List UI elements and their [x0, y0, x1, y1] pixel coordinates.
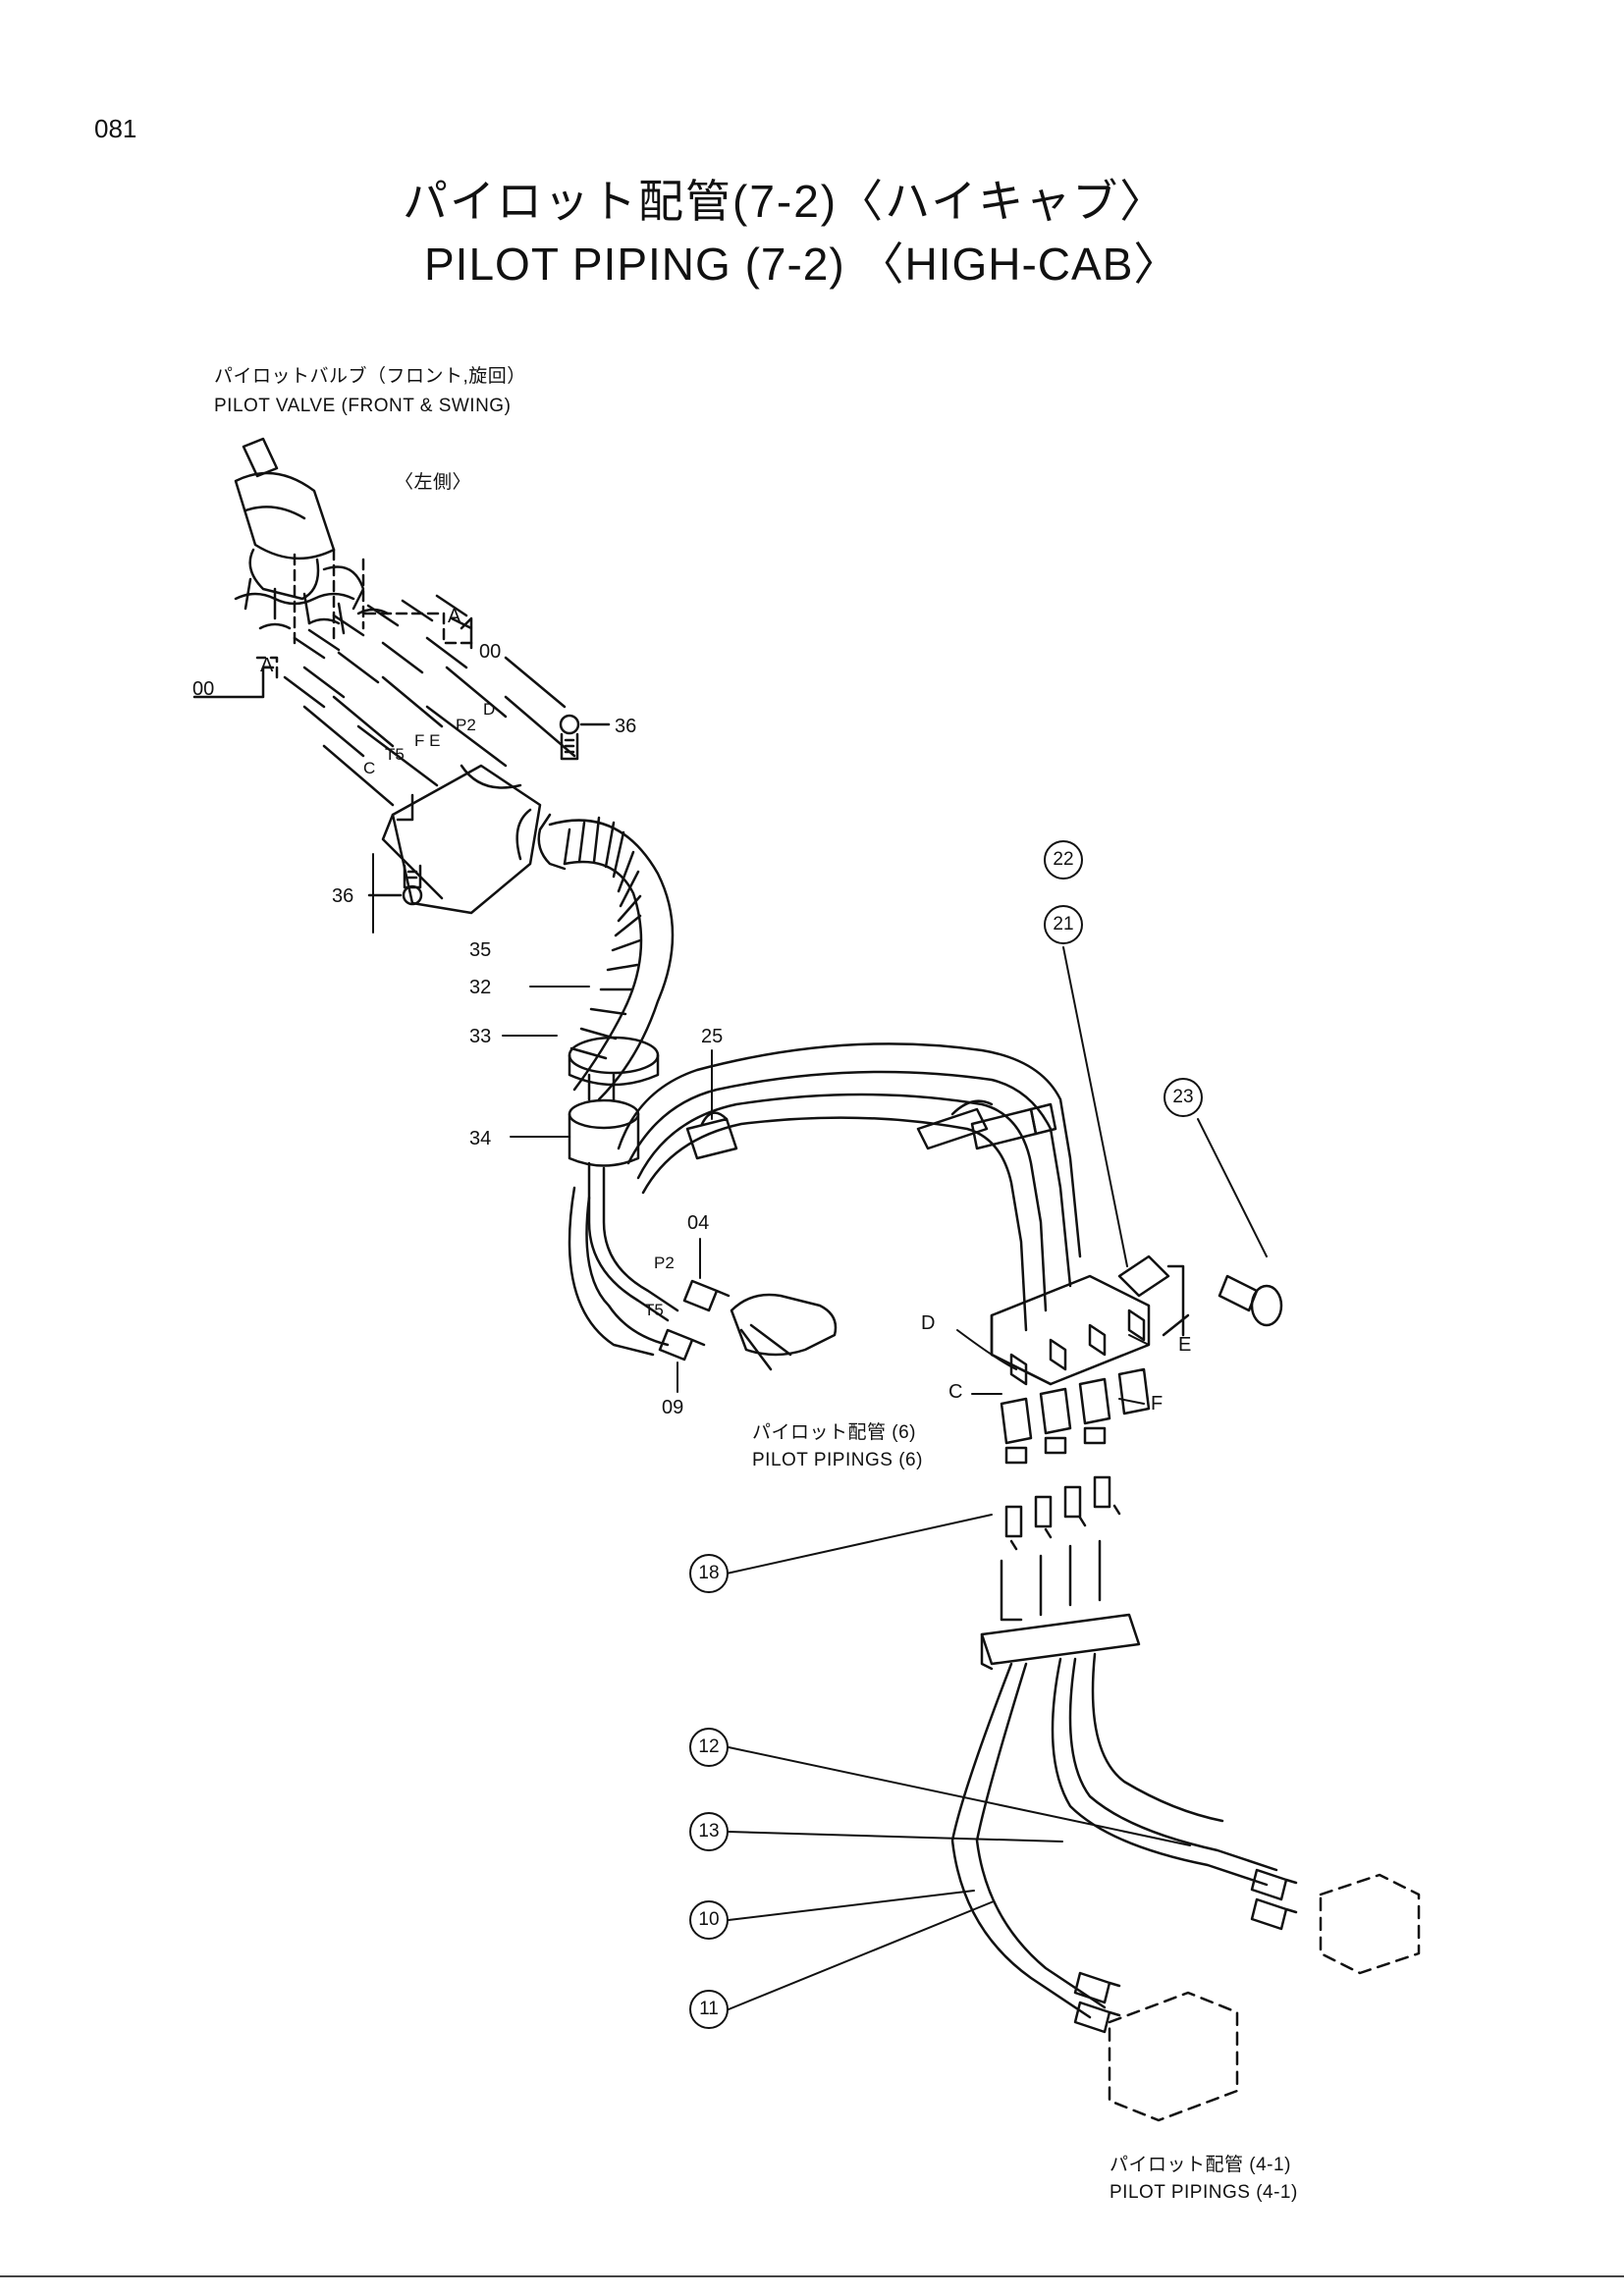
port-E-block: E [1178, 1334, 1192, 1356]
part-33: 33 [469, 1026, 492, 1047]
label-pilot-valve-jp: パイロットバルブ（フロント,旋回） [214, 366, 526, 387]
port-C-block: C [948, 1381, 963, 1403]
circled-part-23: 23 [1164, 1078, 1203, 1117]
plug-23 [1218, 1274, 1283, 1327]
port-T5-lower: T5 [644, 1301, 664, 1319]
port-P2-lower: P2 [654, 1254, 675, 1272]
part-09: 09 [662, 1397, 684, 1418]
circled-part-21: 21 [1044, 905, 1083, 944]
circled-part-11: 11 [689, 1990, 729, 2029]
clamp-upper-right [916, 1099, 1057, 1150]
valve-block [990, 1255, 1190, 1465]
label-pilot-pipings-4-1-jp: パイロット配管 (4-1) [1110, 2155, 1291, 2175]
corrugated-hose-32 [515, 808, 675, 1101]
bolt-36-upper [559, 714, 611, 761]
clamp-25 [685, 1111, 738, 1160]
part-36-lower: 36 [332, 885, 354, 907]
part-35: 35 [469, 939, 492, 961]
footer-rule [0, 2275, 1624, 2277]
port-D-upper: D [483, 700, 496, 719]
pilot-hoses [568, 1042, 1082, 1357]
circled-part-22: 22 [1044, 840, 1083, 880]
part-00-left: 00 [192, 678, 215, 700]
port-C-upper: C [363, 759, 376, 777]
label-pilot-pipings-6-jp: パイロット配管 (6) [752, 1422, 917, 1443]
port-P2-upper: P2 [456, 716, 476, 734]
label-pilot-pipings-6-en: PILOT PIPINGS (6) [752, 1450, 923, 1470]
port-F-block: F [1151, 1393, 1164, 1415]
page-number: 081 [94, 114, 137, 143]
label-left-side: 〈左側〉 [395, 472, 472, 493]
circled-part-10: 10 [689, 1900, 729, 1940]
leader-lines [372, 853, 1268, 2010]
title-english: PILOT PIPING (7-2) 〈HIGH-CAB〉 [424, 239, 1180, 290]
dashed-target-blocks [1108, 1873, 1421, 2122]
part-04: 04 [687, 1212, 710, 1234]
part-00-right: 00 [479, 641, 502, 663]
end-fittings [1073, 1868, 1298, 2034]
port-T5-upper: T5 [385, 745, 405, 764]
part-A-right: A [448, 606, 461, 627]
bolt-36-lower [367, 864, 423, 906]
circled-part-18: 18 [689, 1554, 729, 1593]
union-fittings-18 [1004, 1475, 1121, 1551]
port-D-block: D [921, 1312, 936, 1334]
port-F-E: F E [414, 731, 441, 750]
circled-part-13: 13 [689, 1812, 729, 1851]
label-pilot-valve-en: PILOT VALVE (FRONT & SWING) [214, 396, 512, 416]
circled-part-12: 12 [689, 1728, 729, 1767]
part-36-upper: 36 [615, 716, 637, 737]
grommet-33-34 [568, 1036, 660, 1167]
label-pilot-pipings-4-1-en: PILOT PIPINGS (4-1) [1110, 2182, 1298, 2203]
part-32: 32 [469, 977, 492, 998]
lower-hoses [950, 1539, 1278, 2019]
fittings-04-09 [658, 1279, 838, 1371]
part-A-left: A [260, 655, 274, 676]
part-34: 34 [469, 1128, 492, 1149]
part-25: 25 [701, 1026, 724, 1047]
title-japanese: パイロット配管(7-2)〈ハイキャブ〉 [403, 176, 1167, 227]
